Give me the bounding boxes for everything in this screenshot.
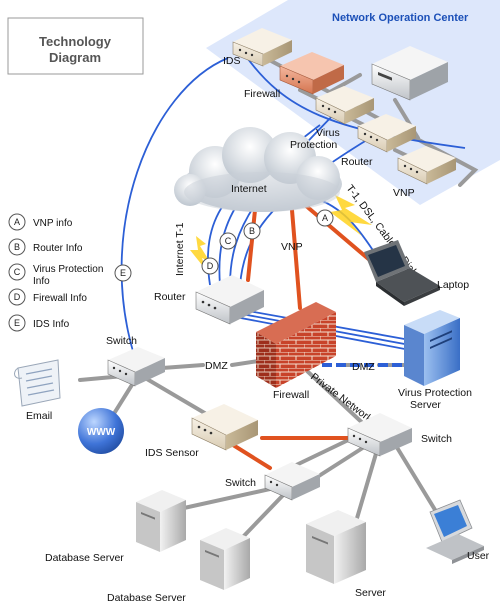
svg-text:B: B [249,226,255,236]
svg-text:E: E [14,318,20,328]
switch-right-device[interactable] [347,413,412,457]
svg-text:Router Info: Router Info [33,243,83,254]
switch-bottom-device[interactable] [264,462,320,501]
svg-text:VNP info: VNP info [33,218,73,229]
noc-firewall-label: Firewall [244,88,280,100]
svg-text:D: D [14,292,21,302]
svg-text:C: C [225,236,232,246]
title-box [7,17,144,75]
vps-label-1: Virus Protection [398,387,472,399]
user-label: User [467,550,490,562]
dmz-right-label: DMZ [352,361,375,373]
marker-d[interactable]: D [201,257,219,275]
noc-vnp-device [397,146,456,185]
noc-router-label: Router [341,156,373,168]
switch-bottom-label: Switch [225,477,256,489]
server-icon[interactable] [306,510,366,584]
marker-c[interactable]: C [219,232,237,250]
title-line-1: Technology [39,34,112,49]
email-label: Email [26,410,52,422]
legend: A VNP info B Router Info C Virus Protect… [8,213,103,332]
noc-router-device [357,114,416,153]
noc-virus-protection-label-2: Protection [290,139,337,151]
noc-title: Network Operation Center [332,12,469,24]
svg-text:WWW: WWW [87,427,116,438]
www-globe-icon[interactable]: WWW [78,408,124,454]
marker-a[interactable]: A [316,209,334,227]
server-label: Server [355,587,386,599]
firewall-label: Firewall [273,389,309,401]
noc-virus-protection-label-1: Virus [316,127,340,139]
switch-right-label: Switch [421,433,452,445]
legend-item-c[interactable]: C Virus Protection Info [8,263,103,287]
internet-t1-label: Internet T-1 [174,222,186,276]
ids-sensor-device[interactable] [191,404,258,451]
svg-text:Virus Protection: Virus Protection [33,264,103,275]
noc-firewall-device [279,52,344,95]
svg-text:B: B [14,242,20,252]
svg-text:Firewall Info: Firewall Info [33,293,87,304]
vps-label-2: Server [410,399,441,411]
laptop-icon[interactable] [364,240,440,306]
ids-sensor-label: IDS Sensor [145,447,199,459]
noc-server-device [371,46,448,101]
svg-text:C: C [14,267,21,277]
svg-text:A: A [322,213,328,223]
noc-vnp-label: VNP [393,187,415,199]
marker-e[interactable]: E [114,264,132,282]
noc-ids-device [232,28,292,67]
firewall-wall[interactable] [256,302,336,388]
noc-ids-label: IDS [223,55,241,67]
lightning-bolt-icon [190,236,210,270]
red-links [223,203,374,470]
virus-protection-server-icon[interactable] [404,310,460,386]
dmz-left-label: DMZ [205,360,228,372]
vnp-link-label: VNP [281,241,303,253]
lightning-bolt-icon [330,195,372,236]
noc-virus-protection-device [315,86,374,125]
svg-text:D: D [207,261,214,271]
svg-text:E: E [120,268,126,278]
legend-item-e[interactable]: E IDS Info [8,314,70,332]
router-device[interactable] [195,275,264,325]
svg-text:IDS Info: IDS Info [33,319,70,330]
title-line-2: Diagram [49,50,101,65]
svg-text:Info: Info [33,276,50,287]
legend-item-d[interactable]: D Firewall Info [8,288,87,306]
internet-label: Internet [231,183,267,195]
laptop-label: Laptop [437,279,469,291]
svg-text:A: A [14,217,20,227]
legend-item-b[interactable]: B Router Info [8,238,83,256]
user-workstation-icon[interactable] [426,499,484,564]
email-icon[interactable] [14,359,61,407]
router-label: Router [154,291,186,303]
switch-left-label: Switch [106,335,137,347]
private-network-label: Private Network [308,371,375,426]
marker-b[interactable]: B [243,222,261,240]
switch-left-device[interactable] [107,347,165,387]
database-server-2-label: Database Server [107,592,186,604]
legend-item-a[interactable]: A VNP info [8,213,73,231]
internet-cloud-icon [174,127,342,212]
database-server-1-label: Database Server [45,552,124,564]
database-server-1-icon[interactable] [136,490,186,552]
database-server-2-icon[interactable] [200,528,250,590]
